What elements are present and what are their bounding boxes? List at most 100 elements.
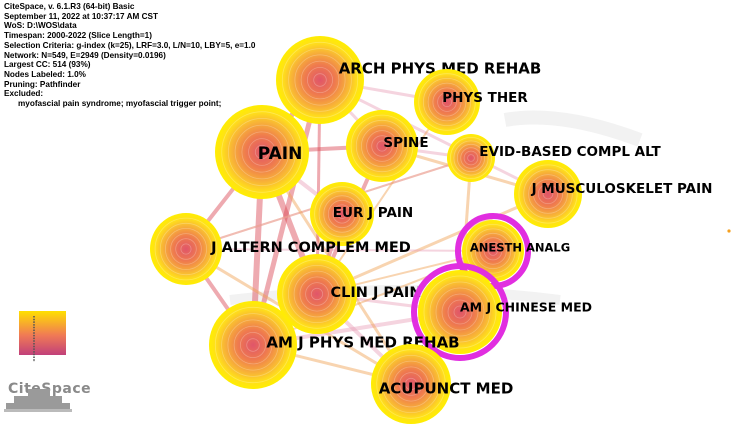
info-line-excluded: Excluded: [4, 89, 44, 99]
edge-jaltern-anesth [185, 248, 494, 252]
node-ring-pain-6 [221, 111, 303, 193]
node-ring-arch-3 [300, 60, 340, 100]
node-ring-evid-6 [449, 136, 492, 179]
node-ring-anesth-5 [470, 228, 516, 274]
node-circle-pain[interactable] [215, 105, 309, 199]
node-ring-amjphys-5 [221, 313, 285, 377]
node-ring-spine-6 [350, 114, 414, 178]
node-label-acup: ACUPUNCT MED [379, 380, 514, 398]
node-ring-anesth-3 [479, 237, 507, 265]
citespace-logo: CiteSpace [4, 381, 91, 412]
node-ring-arch-1 [313, 73, 327, 87]
node-ring-eurj-4 [323, 195, 361, 233]
node-ring-eurj-2 [332, 204, 352, 224]
centrality-ring-anesth [455, 213, 531, 289]
node-circle-acup[interactable] [371, 344, 451, 424]
node-label-anesth: ANESTH ANALG [470, 241, 570, 255]
edge-jmsk-clinj [316, 192, 549, 296]
node-ring-clinj-6 [282, 259, 352, 329]
node-circle-jmsk[interactable] [514, 160, 582, 228]
info-line-pruning: Pruning: Pathfinder [4, 79, 81, 89]
node-ring-acup-1 [404, 377, 418, 391]
node-ring-evid-3 [460, 147, 482, 169]
node-ring-clinj-5 [287, 264, 346, 323]
node-pain[interactable]: PAIN [215, 105, 309, 199]
node-ring-amjch-1 [453, 305, 467, 319]
node-eurj[interactable]: EUR J PAIN [310, 182, 413, 246]
node-ring-jmsk-1 [542, 188, 554, 200]
node-amjch[interactable]: AM J CHINESE MED [411, 263, 592, 361]
node-circle-jaltern[interactable] [150, 213, 222, 285]
node-ring-anesth-2 [483, 241, 503, 261]
node-ring-amjch-4 [435, 287, 485, 337]
node-ring-physther-2 [437, 92, 457, 112]
node-ring-eurj-5 [318, 190, 366, 238]
node-circle-spine[interactable] [346, 110, 418, 182]
node-arch[interactable]: ARCH PHYS MED REHAB [276, 36, 541, 124]
node-physther[interactable]: PHYS THER [414, 69, 528, 135]
node-ring-evid-2 [463, 150, 479, 166]
info-line-wos: WoS: D:\WOS\data [4, 21, 77, 31]
node-ring-eurj-3 [327, 199, 357, 229]
edge-arch-amjphys [250, 79, 323, 346]
info-line-selection: Selection Criteria: g-index (k=25), LRF=… [4, 40, 256, 50]
node-label-evid: EVID-BASED COMPL ALT [479, 144, 661, 160]
legend-gradient-bar [19, 311, 66, 355]
node-ring-jmsk-3 [533, 178, 564, 209]
node-label-clinj: CLIN J PAIN [331, 285, 422, 301]
node-circle-eurj[interactable] [310, 182, 374, 246]
node-ring-jaltern-6 [154, 217, 218, 281]
node-ring-jmsk-2 [537, 183, 559, 205]
node-label-jaltern: J ALTERN COMPLEM MED [210, 240, 411, 256]
node-ring-amjch-6 [423, 275, 497, 349]
node-ring-arch-2 [306, 67, 333, 94]
node-ring-amjphys-2 [239, 331, 266, 358]
watermark [229, 110, 643, 305]
node-ring-amjphys-1 [246, 338, 260, 352]
node-label-spine: SPINE [383, 135, 428, 151]
node-ring-evid-4 [456, 143, 486, 173]
node-ring-physther-4 [427, 82, 467, 122]
node-ring-anesth-1 [488, 246, 498, 256]
node-circle-amjphys[interactable] [209, 301, 297, 389]
node-ring-amjch-3 [441, 293, 479, 331]
node-ring-clinj-2 [305, 282, 329, 306]
node-clinj[interactable]: CLIN J PAIN [277, 254, 421, 334]
info-line-nodes-labeled: Nodes Labeled: 1.0% [4, 69, 86, 79]
node-circle-physther[interactable] [414, 69, 480, 135]
node-ring-arch-5 [288, 48, 352, 112]
node-label-jmsk: J MUSCULOSKELET PAIN [531, 181, 713, 197]
node-ring-jmsk-6 [518, 164, 578, 224]
node-ring-jaltern-4 [164, 227, 207, 270]
node-ring-eurj-1 [336, 208, 347, 219]
node-jmsk[interactable]: J MUSCULOSKELET PAIN [514, 160, 712, 228]
node-ring-clinj-3 [299, 276, 335, 312]
node-ring-amjch-2 [447, 299, 473, 325]
node-circle-evid[interactable] [447, 134, 495, 182]
node-ring-pain-3 [241, 131, 283, 173]
node-jaltern[interactable]: J ALTERN COMPLEM MED [150, 213, 411, 285]
node-ring-physther-6 [418, 73, 476, 131]
node-ring-acup-3 [393, 366, 429, 402]
node-label-pain: PAIN [258, 144, 303, 164]
node-ring-jaltern-5 [159, 222, 213, 276]
node-ring-arch-6 [281, 41, 359, 119]
node-spine[interactable]: SPINE [346, 110, 429, 182]
node-ring-acup-6 [376, 349, 446, 419]
node-circle-clinj[interactable] [277, 254, 357, 334]
node-ring-physther-3 [432, 87, 462, 117]
node-circle-arch[interactable] [276, 36, 364, 124]
info-line-largest-cc: Largest CC: 514 (93%) [4, 60, 91, 70]
node-acup[interactable]: ACUPUNCT MED [371, 344, 513, 424]
node-ring-evid-1 [467, 154, 475, 162]
node-ring-amjphys-4 [227, 319, 279, 371]
node-ring-physther-5 [422, 78, 471, 127]
node-circle-amjch[interactable] [418, 270, 502, 354]
node-ring-pain-1 [254, 144, 270, 160]
node-ring-spine-4 [360, 125, 403, 168]
node-evid[interactable]: EVID-BASED COMPL ALT [447, 134, 661, 182]
centrality-ring-amjch [411, 263, 509, 361]
node-ring-jaltern-3 [170, 233, 202, 265]
node-ring-spine-3 [366, 130, 398, 162]
